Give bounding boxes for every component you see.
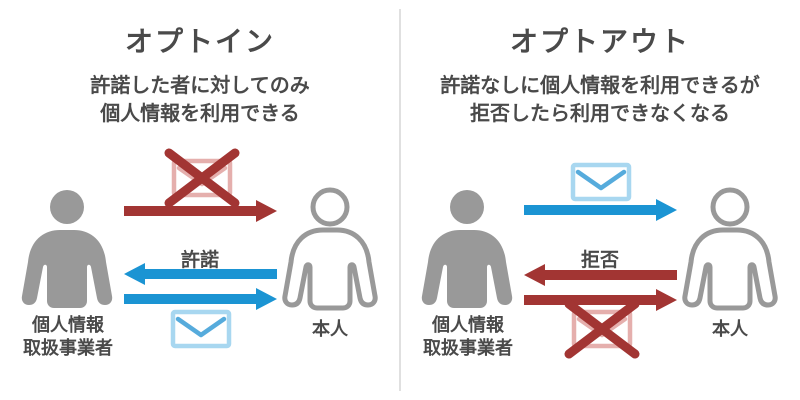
allowed-send-arrow-right: [524, 199, 677, 221]
panel-subtitle-line1: 許諾した者に対してのみ: [90, 75, 310, 97]
business-label-line1: 個人情報: [432, 315, 504, 335]
panel-subtitle-line2: 拒否したら利用できなくなる: [470, 103, 730, 125]
panel-subtitle-line1: 許諾なしに個人情報を利用できるが: [440, 75, 760, 97]
panel-divider: [399, 9, 401, 391]
business-label-line2: 取扱事業者: [23, 338, 113, 358]
panel-title: オプトアウト: [509, 26, 690, 57]
allowed-send-arrow-right: [124, 288, 277, 310]
individual-label: 本人: [312, 319, 348, 339]
business-label-line1: 個人情報: [32, 315, 104, 335]
envelope-icon: [573, 165, 629, 199]
blocked-send-arrow-right: [124, 200, 277, 222]
panel-subtitle-line2: 個人情報を利用できる: [100, 103, 300, 125]
envelope-icon: [173, 312, 229, 346]
crossed-envelope-icon: [169, 153, 235, 203]
individual-label: 本人: [712, 319, 748, 339]
panel-title: オプトイン: [124, 26, 275, 57]
business-label: 個人情報 取扱事業者: [7, 314, 129, 360]
panel-opt-in: オプトイン 許諾した者に対してのみ 個人情報を利用できる 許諾 個人情報 取扱事…: [7, 26, 400, 360]
refusal-arrow-label: 拒否: [580, 250, 619, 271]
business-label-line2: 取扱事業者: [423, 338, 513, 358]
panel-opt-out: オプトアウト 許諾なしに個人情報を利用できるが 拒否したら利用できなくなる 拒否…: [400, 0, 800, 400]
consent-arrow-label: 許諾: [180, 250, 219, 271]
blocked-send-arrow-right: [524, 289, 677, 311]
crossed-envelope-icon: [569, 304, 635, 354]
business-label: 個人情報 取扱事業者: [407, 314, 529, 360]
